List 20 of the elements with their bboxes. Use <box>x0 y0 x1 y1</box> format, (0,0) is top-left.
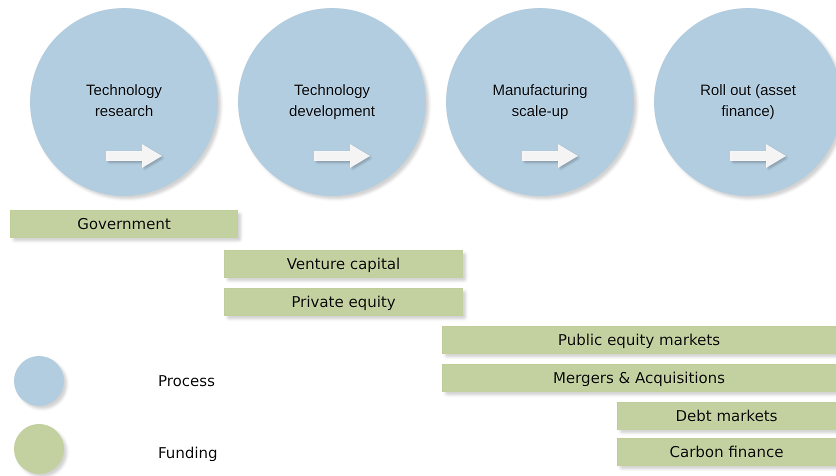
legend-label: Funding <box>158 444 218 462</box>
funding-bar <box>617 402 836 430</box>
process-label: Roll out (asset finance) <box>699 81 797 122</box>
funding-label: Venture capital <box>286 255 400 273</box>
process-label: Technology development <box>288 81 376 122</box>
funding-bar <box>442 364 836 392</box>
funding-label: Carbon finance <box>670 443 784 461</box>
funding-label: Mergers & Acquisitions <box>552 369 725 387</box>
funding-label: Private equity <box>291 293 396 311</box>
funding-bar <box>442 326 836 354</box>
process-label: Manufacturing scale-up <box>491 81 589 122</box>
funding-label: Government <box>77 215 171 233</box>
legend-label: Process <box>158 372 215 390</box>
funding-bar <box>10 210 238 238</box>
funding-bar <box>617 438 836 466</box>
funding-label: Debt markets <box>676 407 778 425</box>
process-label: Technology research <box>85 81 163 122</box>
funding-label: Public equity markets <box>558 331 720 349</box>
funding-bar <box>224 250 463 278</box>
funding-bar <box>224 288 463 316</box>
